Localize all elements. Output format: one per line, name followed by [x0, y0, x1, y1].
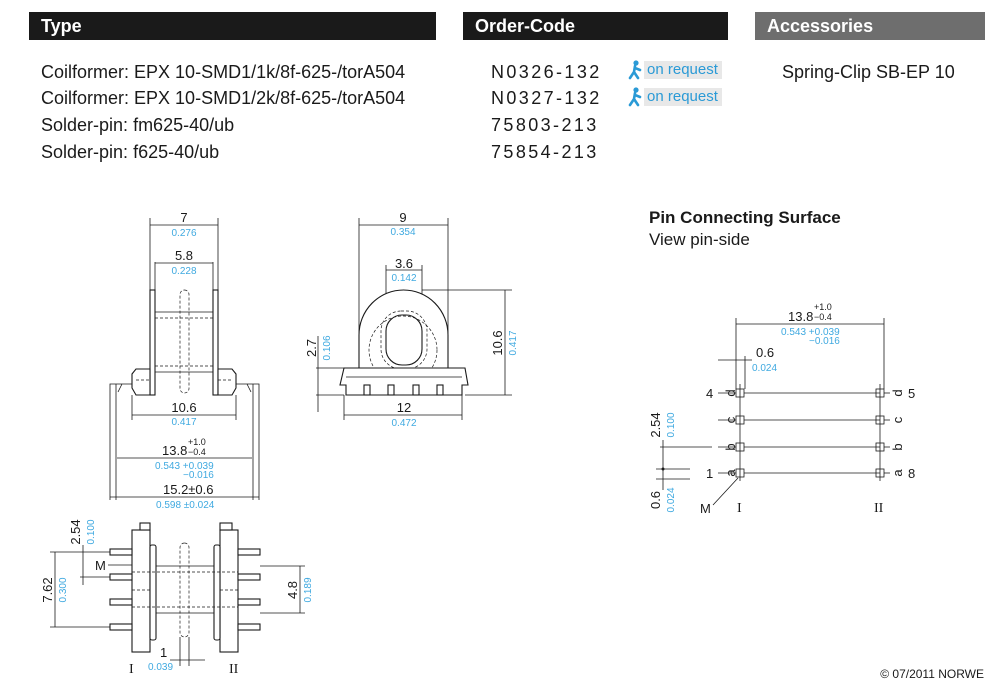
header-order-code: Order-Code [463, 12, 728, 40]
part-type: EPX 10-SMD1/1k/8f-625-/torA504 [134, 62, 406, 82]
dim-label: 5.8 [175, 248, 193, 263]
order-code: N0327-132 [491, 88, 602, 108]
dim-label: 0.024 [666, 487, 677, 512]
dim-label: 10.6 [490, 330, 505, 355]
dim-label: −0.016 [809, 336, 840, 347]
dim-label: 0.024 [752, 363, 777, 374]
part-label: Coilformer: [41, 88, 130, 108]
copyright: © 07/2011 NORWE [880, 667, 984, 681]
dim-label: −0.016 [183, 470, 214, 481]
part-row: Solder-pin: f625-40/ub [41, 142, 219, 162]
dim-label: 2.7 [304, 339, 319, 357]
dim-label: a [890, 469, 905, 477]
part-row: Coilformer: EPX 10-SMD1/1k/8f-625-/torA5… [41, 62, 405, 82]
part-label: Coilformer: [41, 62, 130, 82]
dim-label: 0.189 [303, 577, 314, 602]
dim-label: 0.039 [148, 662, 173, 673]
dim-label: c [723, 416, 738, 423]
dim-label: 5 [908, 386, 915, 401]
dim-label: c [890, 416, 905, 423]
pin-connecting-surface-drawing: 13.8 +1.0 −0.4 0.543 +0.039 −0.016 0.6 0… [648, 302, 915, 516]
dim-label: 0.228 [171, 266, 196, 277]
dim-label: 3.6 [395, 256, 413, 271]
dim-label: 0.354 [390, 227, 415, 238]
pin-rows [718, 384, 890, 481]
dim-label: 0.543 +0.039 [781, 327, 840, 338]
dim-label: II [874, 501, 884, 516]
order-code: 75854-213 [491, 142, 599, 162]
dim-label: +1.0 [188, 437, 206, 447]
dim-label: 2.54 [648, 412, 663, 437]
dim-label: 0.543 +0.039 [155, 461, 214, 472]
pin-surface-title: Pin Connecting Surface [649, 208, 841, 227]
front-view-drawing: 7 0.276 5.8 0.228 10.6 0.417 13.8 +1.0 −… [109, 210, 260, 511]
order-code: 75803-213 [491, 115, 599, 135]
dim-label: 15.2±0.6 [163, 482, 214, 497]
dim-label: 7 [180, 210, 187, 225]
dim-label: −0.4 [188, 447, 206, 457]
order-code: N0326-132 [491, 62, 602, 82]
dim-label: 0.6 [756, 345, 774, 360]
part-type: f625-40/ub [133, 142, 220, 162]
dim-label: 0.300 [58, 577, 69, 602]
dim-label: +1.0 [814, 302, 832, 312]
dim-label: 7.62 [40, 577, 55, 602]
accessory-item: Spring-Clip SB-EP 10 [782, 62, 955, 82]
on-request-badge: on request [628, 60, 722, 80]
dim-label: I [737, 501, 742, 516]
dim-label: 0.6 [648, 491, 663, 509]
dim-label: −0.4 [814, 312, 832, 322]
pin-surface-subtitle: View pin-side [649, 230, 750, 249]
dim-label: 4 [706, 386, 713, 401]
dim-inch-label: 0.276 [171, 228, 196, 239]
dim-label: 13.8 [788, 309, 813, 324]
part-row: Solder-pin: fm625-40/ub [41, 115, 234, 135]
dim-label: 4.8 [285, 581, 300, 599]
dim-label: 12 [397, 400, 411, 415]
dim-label: 1 [160, 645, 167, 660]
part-row: Coilformer: EPX 10-SMD1/2k/8f-625-/torA5… [41, 88, 405, 108]
dim-label: I [129, 662, 134, 677]
dim-label: M [700, 501, 711, 516]
dim-label: II [229, 662, 239, 677]
part-label: Solder-pin: [41, 142, 129, 162]
dim-label: 0.472 [391, 418, 416, 429]
dim-label: 0.417 [508, 330, 519, 355]
dim-label: 1 [706, 466, 713, 481]
dim-label: 8 [908, 466, 915, 481]
dim-label: a [723, 469, 738, 477]
dim-label: 13.8 [162, 443, 187, 458]
dim-label: b [890, 443, 905, 450]
dim-label: 0.106 [322, 335, 333, 360]
dim-label: 0.598 ±0.024 [156, 500, 215, 511]
dim-label: b [723, 443, 738, 450]
part-label: Solder-pin: [41, 115, 129, 135]
badge-text: on request [644, 88, 722, 106]
badge-text: on request [644, 61, 722, 79]
dim-label: d [723, 389, 738, 396]
part-type: fm625-40/ub [133, 115, 235, 135]
part-type: EPX 10-SMD1/2k/8f-625-/torA504 [134, 88, 406, 108]
header-type: Type [29, 12, 436, 40]
side-view-drawing: 9 0.354 3.6 0.142 10.6 0.417 2.7 0.106 1… [304, 210, 519, 429]
dim-label: M [95, 558, 106, 573]
on-request-badge: on request [628, 87, 722, 107]
bottom-view-drawing: 7.62 0.300 2.54 0.100 M 4.8 0.189 1 0.03… [40, 519, 314, 677]
dim-label: d [890, 389, 905, 396]
walking-person-icon [628, 87, 642, 107]
dim-label: 9 [399, 210, 406, 225]
dim-label: 0.142 [391, 273, 416, 284]
dim-label: 0.100 [666, 412, 677, 437]
walking-person-icon [628, 60, 642, 80]
dim-label: 10.6 [171, 400, 196, 415]
dim-label: 0.100 [86, 519, 97, 544]
header-accessories: Accessories [755, 12, 985, 40]
dim-label: 2.54 [68, 519, 83, 544]
dim-label: 0.417 [171, 417, 196, 428]
